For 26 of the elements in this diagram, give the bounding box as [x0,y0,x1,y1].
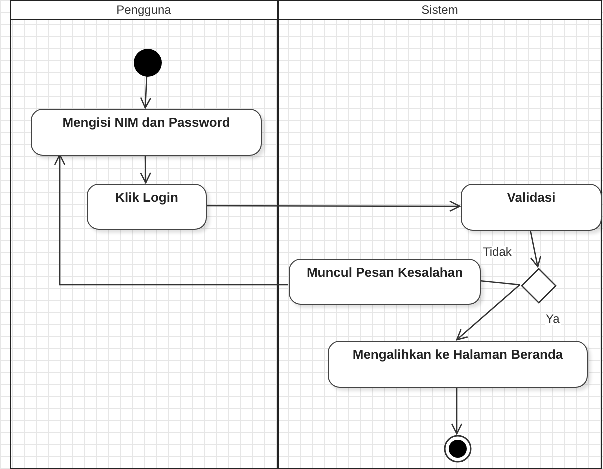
action-box [289,259,481,305]
edge-label: Tidak [482,246,513,258]
arrow [530,230,542,268]
swimlane [278,0,602,469]
end-node [444,435,472,463]
edge-label: Ya [545,313,561,325]
arrow [451,387,463,435]
arrow [140,154,152,184]
lane-header: Pengguna [116,2,172,19]
action-label: Mengisi NIM dan Password [62,115,230,132]
arrow [206,200,461,212]
action-label: Muncul Pesan Kesalahan [306,265,464,282]
action-label: Mengalihkan ke Halaman Beranda [352,347,564,364]
decision-diamond [521,268,557,304]
action-box [87,184,207,230]
swimlane [10,0,278,469]
action-box [328,341,588,388]
arrow [54,154,288,286]
action-label: Validasi [507,190,556,206]
action-label: Klik Login [116,190,178,206]
action-box [31,109,262,156]
lane-header: Sistem [422,2,458,19]
arrow [140,76,152,109]
arrow [456,284,520,341]
action-box [461,184,602,231]
start-node [134,49,162,77]
